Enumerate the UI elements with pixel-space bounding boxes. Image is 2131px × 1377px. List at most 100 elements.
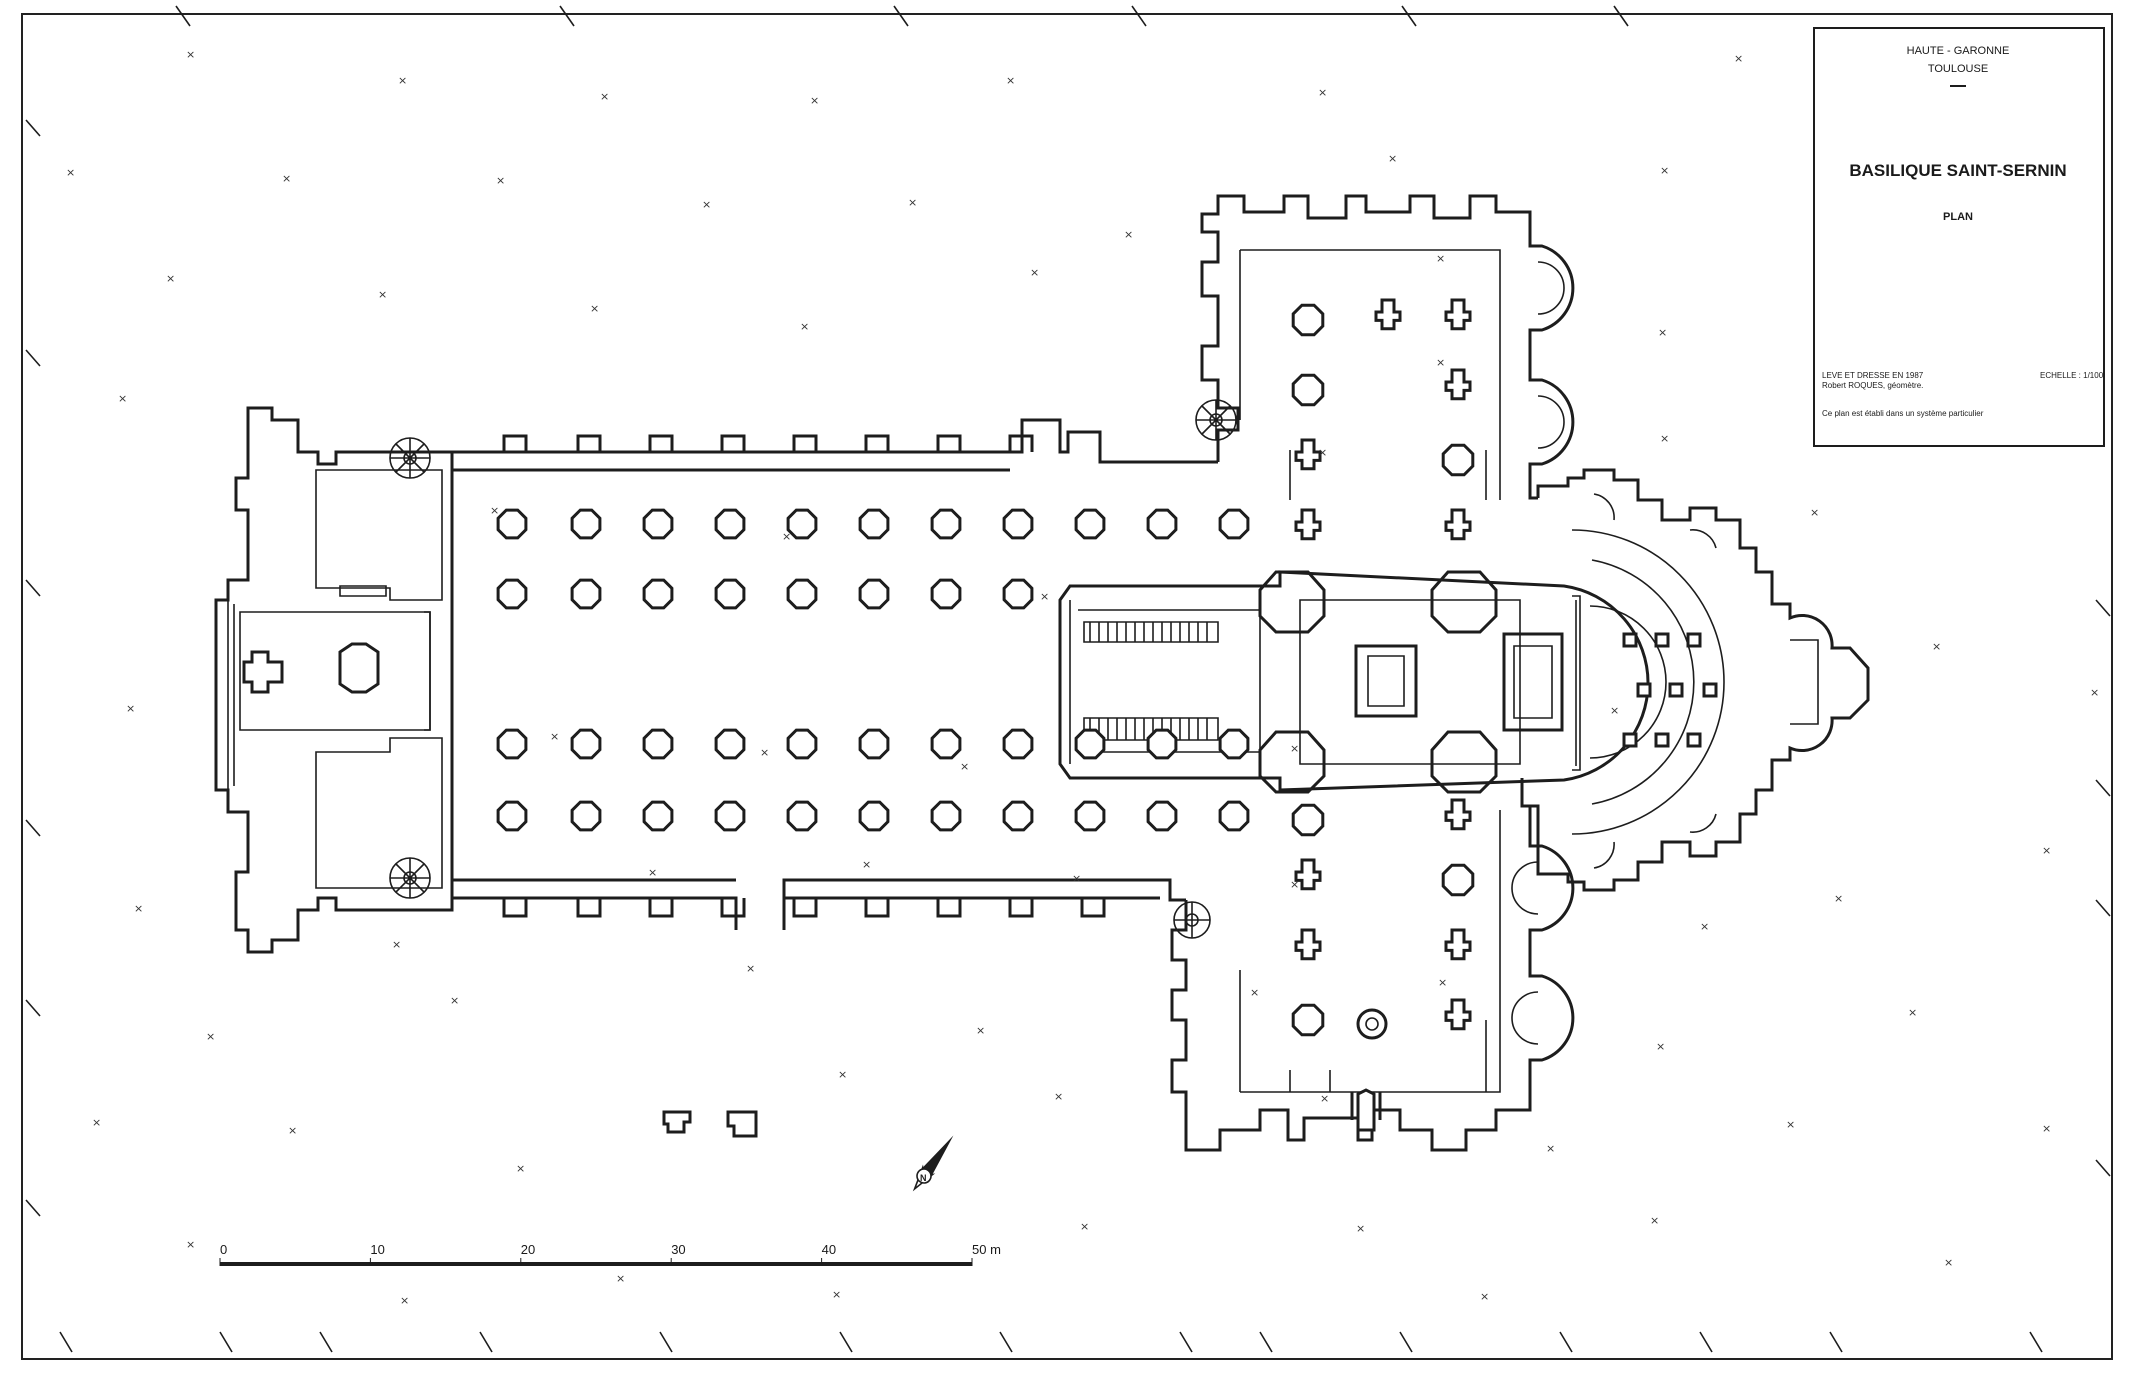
pier (496, 728, 528, 760)
survey-cross: × (1356, 1222, 1365, 1235)
buttress (502, 434, 528, 452)
edge-mark (1179, 1331, 1193, 1353)
buttress (792, 898, 818, 918)
pier (1444, 298, 1472, 331)
survey-marks: ××××××××××××××××××××××××××××××××××××××××… (66, 48, 2099, 1307)
font (1356, 1008, 1388, 1040)
pier (496, 578, 528, 610)
survey-cross: × (838, 1068, 847, 1081)
survey-cross: × (800, 320, 809, 333)
piers (496, 298, 1718, 1040)
survey-cross: × (746, 962, 755, 975)
survey-cross: × (1546, 1142, 1555, 1155)
survey-cross: × (760, 746, 769, 759)
edge-mark (839, 1331, 853, 1353)
scale-bar-label: 30 (671, 1242, 685, 1257)
survey-cross: × (490, 504, 499, 517)
survey-cross: × (206, 1030, 215, 1043)
edge-mark (1399, 1331, 1413, 1353)
survey-cross: × (186, 48, 195, 61)
pier (786, 800, 818, 832)
pier (1002, 508, 1034, 540)
buttress (1080, 898, 1106, 918)
north-arrow (912, 1135, 954, 1192)
edge-mark (1613, 5, 1629, 27)
survey-cross: × (450, 994, 459, 1007)
pier (1441, 863, 1475, 897)
survey-cross: × (1786, 1118, 1795, 1131)
survey-cross: × (908, 196, 917, 209)
pier (642, 578, 674, 610)
buttress (936, 898, 962, 918)
survey-cross: × (1054, 1090, 1063, 1103)
survey-cross: × (392, 938, 401, 951)
surveyor-label: Robert ROQUES, géomètre. (1822, 381, 1923, 390)
title-block-frame (1813, 27, 2105, 447)
pier (570, 728, 602, 760)
edge-mark (1131, 5, 1147, 27)
pier (1444, 508, 1472, 541)
survey-cross: × (1388, 152, 1397, 165)
survey-cross: × (1734, 52, 1743, 65)
edge-mark (25, 999, 41, 1017)
pier (1441, 443, 1475, 477)
pier (714, 578, 746, 610)
survey-cross: × (2042, 844, 2051, 857)
edge-mark (1829, 1331, 1843, 1353)
apse-column (1702, 682, 1718, 698)
survey-cross: × (1944, 1256, 1953, 1269)
pier (930, 508, 962, 540)
north-arrow-label: N (920, 1173, 927, 1183)
pier (930, 728, 962, 760)
pier (642, 800, 674, 832)
survey-cross: × (186, 1238, 195, 1251)
apse-column (1686, 632, 1702, 648)
choir (1058, 570, 1667, 794)
survey-cross: × (92, 1116, 101, 1129)
buttress (720, 434, 746, 452)
pier (570, 578, 602, 610)
edge-mark (25, 349, 41, 367)
edge-mark (999, 1331, 1013, 1353)
survey-cross: × (1656, 1040, 1665, 1053)
edge-mark (1259, 1331, 1273, 1353)
edge-mark (25, 119, 41, 137)
survey-cross: × (832, 1288, 841, 1301)
survey-cross: × (1810, 506, 1819, 519)
survey-cross: × (1700, 920, 1709, 933)
edge-mark (479, 1331, 493, 1353)
scale-bar-label: 40 (822, 1242, 836, 1257)
scale-bar-label: 50 m (972, 1242, 1001, 1257)
scale-bar-line (220, 1262, 972, 1266)
scale-bar-label: 10 (370, 1242, 384, 1257)
pier (1374, 298, 1402, 331)
pier (930, 800, 962, 832)
edge-mark (659, 1331, 673, 1353)
apse-column (1654, 732, 1670, 748)
survey-cross: × (862, 858, 871, 871)
buttress (502, 898, 528, 918)
pier (786, 508, 818, 540)
survey-cross: × (1438, 976, 1447, 989)
edge-grid-marks (25, 5, 2111, 1353)
buttress (864, 898, 890, 918)
pier (1444, 928, 1472, 961)
survey-cross: × (960, 760, 969, 773)
pier (930, 578, 962, 610)
edge-mark (59, 1331, 73, 1353)
survey-cross: × (126, 702, 135, 715)
survey-cross: × (1072, 872, 1081, 885)
pier (1074, 728, 1106, 760)
edge-mark (1699, 1331, 1713, 1353)
pier (1444, 368, 1472, 401)
survey-cross: × (282, 172, 291, 185)
edge-mark (559, 5, 575, 27)
edge-mark (219, 1331, 233, 1353)
pier (570, 508, 602, 540)
apse-column (1622, 632, 1638, 648)
edge-mark (319, 1331, 333, 1353)
buttress (936, 434, 962, 452)
pier (1291, 1003, 1325, 1037)
